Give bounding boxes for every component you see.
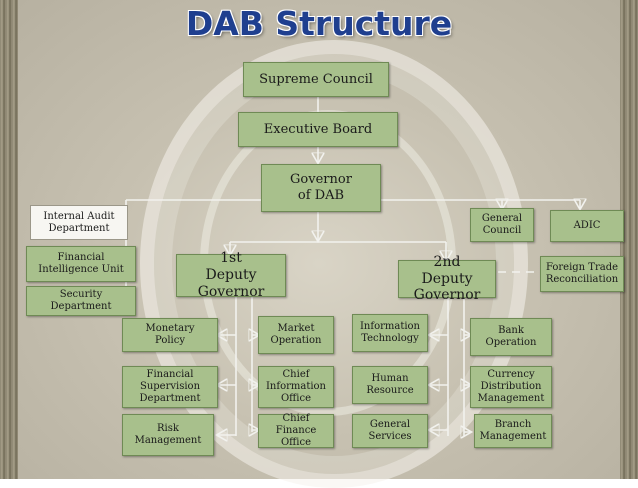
box-general-services: General Services xyxy=(352,414,428,448)
box-first-deputy: 1st Deputy Governor xyxy=(176,250,286,300)
box-internal-audit: Internal Audit Department xyxy=(30,205,128,240)
box-general-council: General Council xyxy=(470,208,534,242)
box-foreign-trade: Foreign Trade Reconciliation xyxy=(540,256,624,292)
box-security: Security Department xyxy=(26,286,136,316)
box-currency-distribution: Currency Distribution Management xyxy=(470,366,552,408)
box-monetary-policy: Monetary Policy xyxy=(122,318,218,352)
box-cio: Chief Information Office xyxy=(258,366,334,408)
box-financial-intelligence: Financial Intelligence Unit xyxy=(26,246,136,282)
left-border-texture xyxy=(0,0,18,479)
box-supreme-council: Supreme Council xyxy=(243,62,389,97)
box-second-deputy: 2nd Deputy Governor xyxy=(398,254,496,303)
box-information-technology: Information Technology xyxy=(352,314,428,352)
box-cfo: Chief Finance Office xyxy=(258,413,334,448)
box-governor: Governor of DAB xyxy=(261,164,381,212)
box-risk-management: Risk Management xyxy=(122,414,214,456)
box-market-operation: Market Operation xyxy=(258,316,334,354)
right-border-texture xyxy=(620,0,638,479)
box-adic: ADIC xyxy=(550,210,624,242)
box-human-resource: Human Resource xyxy=(352,366,428,404)
slide-title: DAB Structure xyxy=(185,4,453,43)
box-financial-supervision: Financial Supervision Department xyxy=(122,366,218,408)
box-branch-management: Branch Management xyxy=(474,414,552,448)
box-bank-operation: Bank Operation xyxy=(470,318,552,356)
box-executive-board: Executive Board xyxy=(238,112,398,147)
